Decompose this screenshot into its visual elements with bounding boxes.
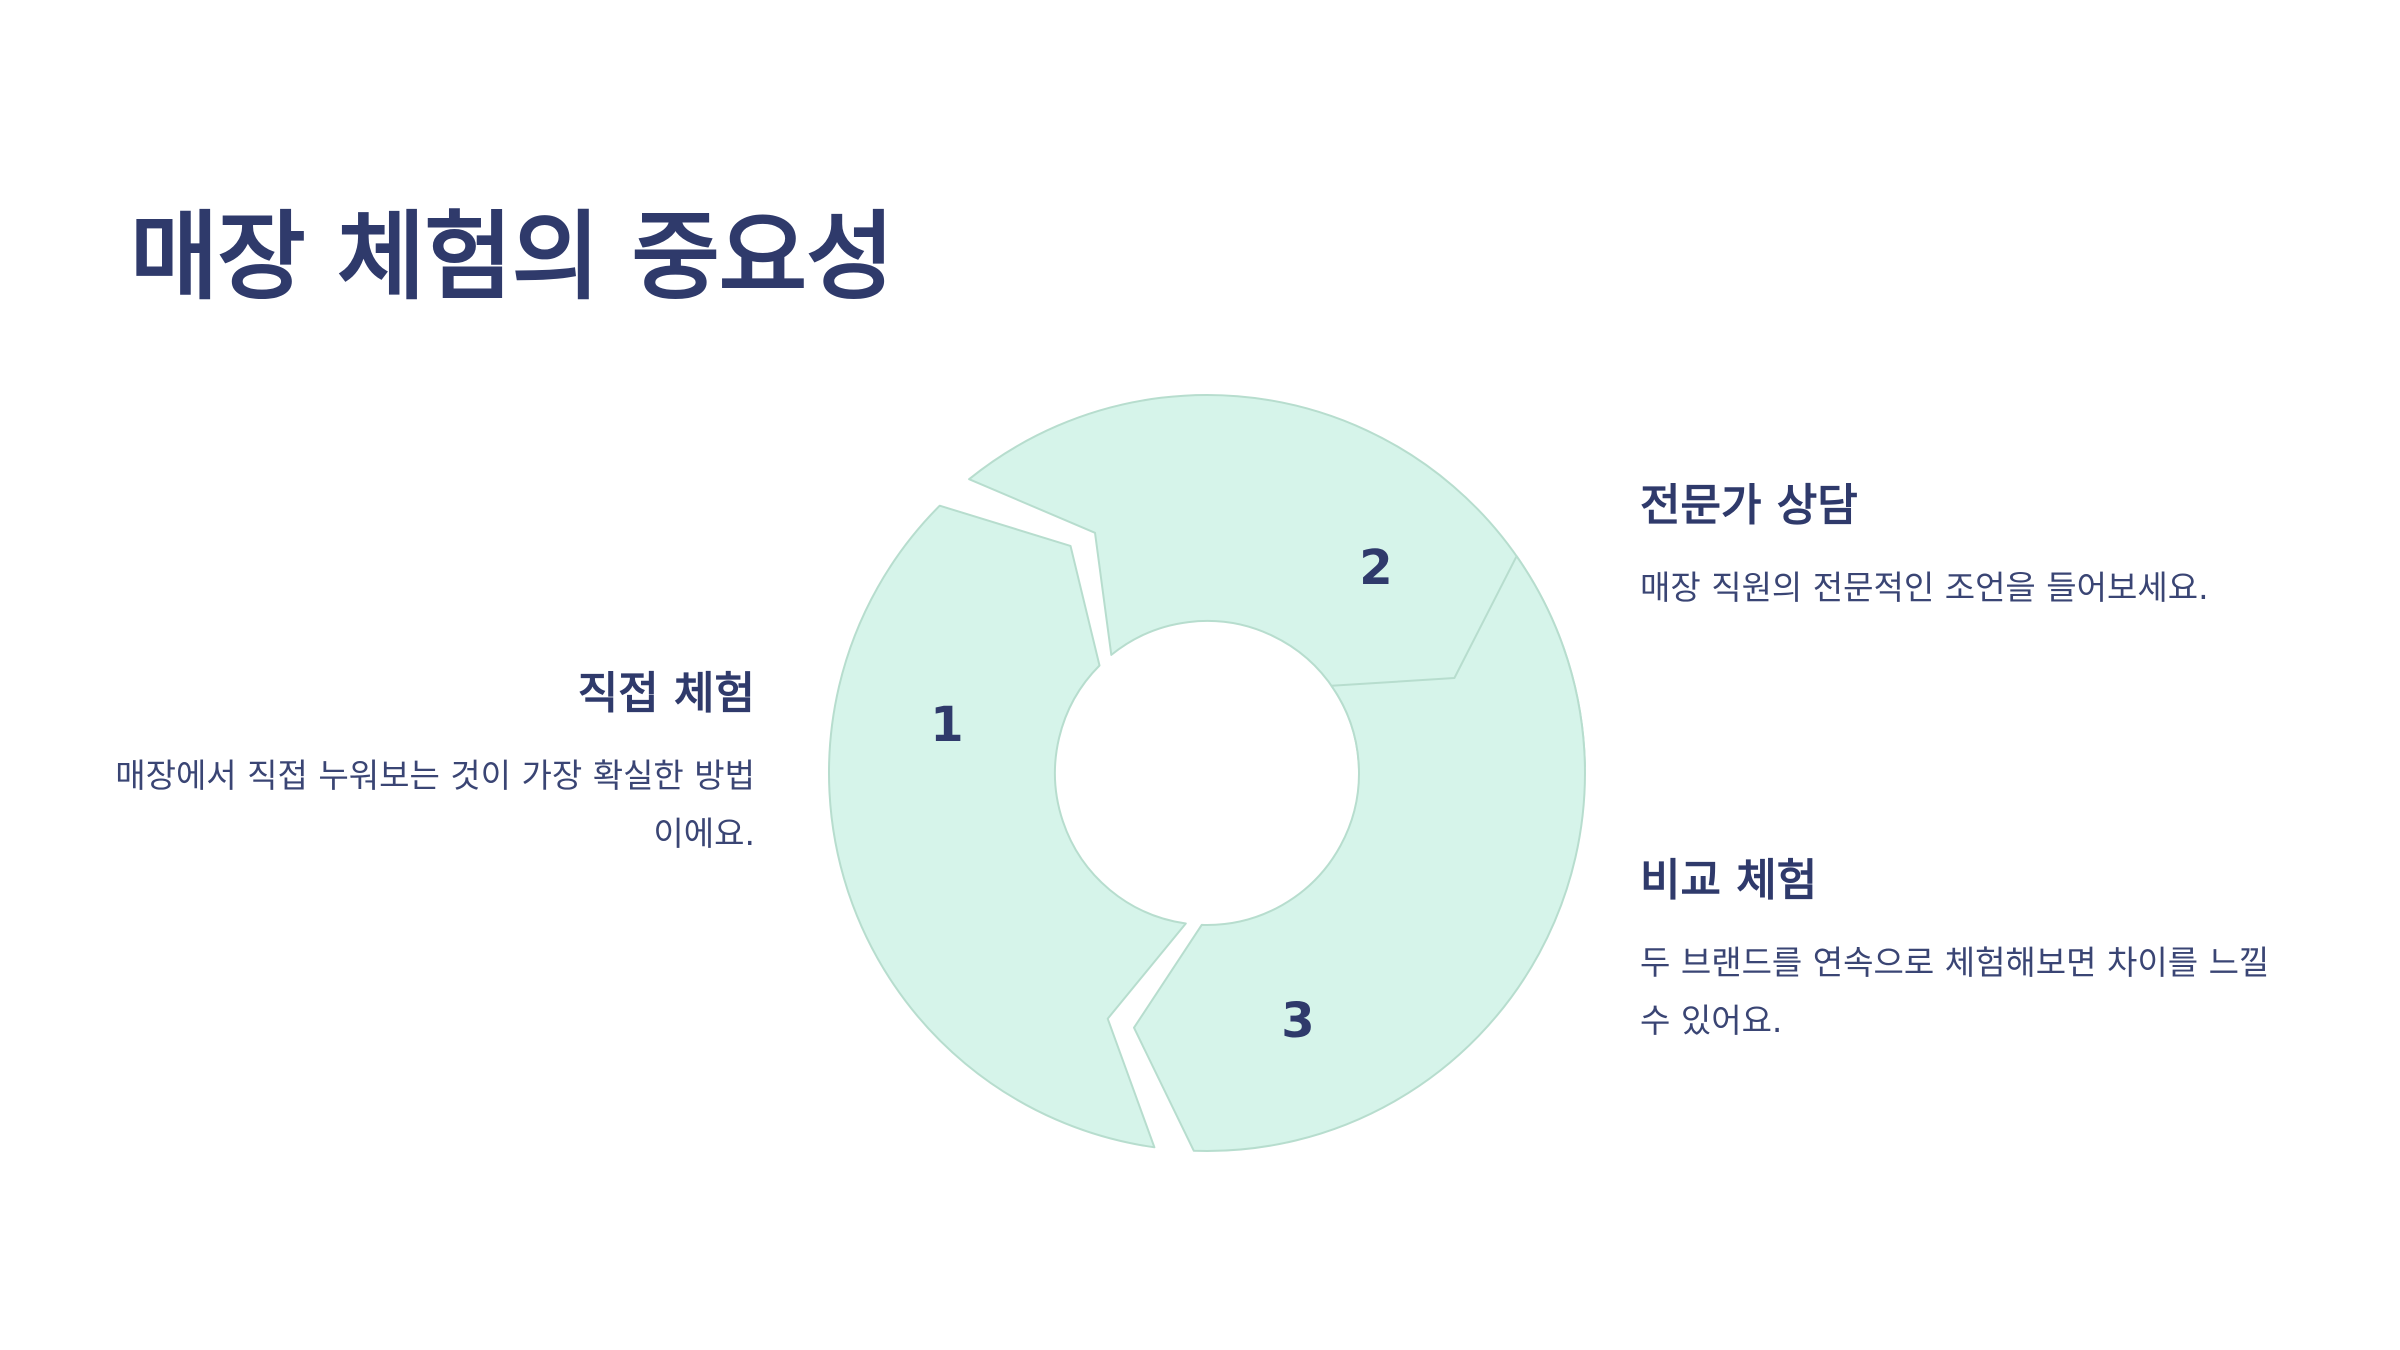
step-number-1: 1 <box>930 697 963 753</box>
page-title: 매장 체험의 중요성 <box>130 201 894 313</box>
step-3-block: 비교 체험 두 브랜드를 연속으로 체험해보면 차이를 느낄 수 있어요. <box>1640 855 2300 1050</box>
step-1-heading: 직접 체험 <box>577 668 755 719</box>
cycle-segment-3 <box>1133 555 1586 1153</box>
step-number-2: 2 <box>1359 540 1392 596</box>
step-2-text: 매장 직원의 전문적인 조언을 들어보세요. <box>1640 567 2209 607</box>
step-2-block: 전문가 상담 매장 직원의 전문적인 조언을 들어보세요. <box>1640 480 2340 617</box>
step-1-text: 매장에서 직접 누워보는 것이 가장 확실한 방법이에요. <box>115 755 755 853</box>
step-2-heading: 전문가 상담 <box>1640 480 1858 531</box>
step-3-text: 두 브랜드를 연속으로 체험해보면 차이를 느낄 수 있어요. <box>1640 942 2270 1040</box>
step-1-block: 직접 체험 매장에서 직접 누워보는 것이 가장 확실한 방법이에요. <box>115 668 755 863</box>
cycle-segment-1 <box>828 504 1187 1149</box>
step-number-3: 3 <box>1281 993 1314 1049</box>
step-3-heading: 비교 체험 <box>1640 855 1818 906</box>
